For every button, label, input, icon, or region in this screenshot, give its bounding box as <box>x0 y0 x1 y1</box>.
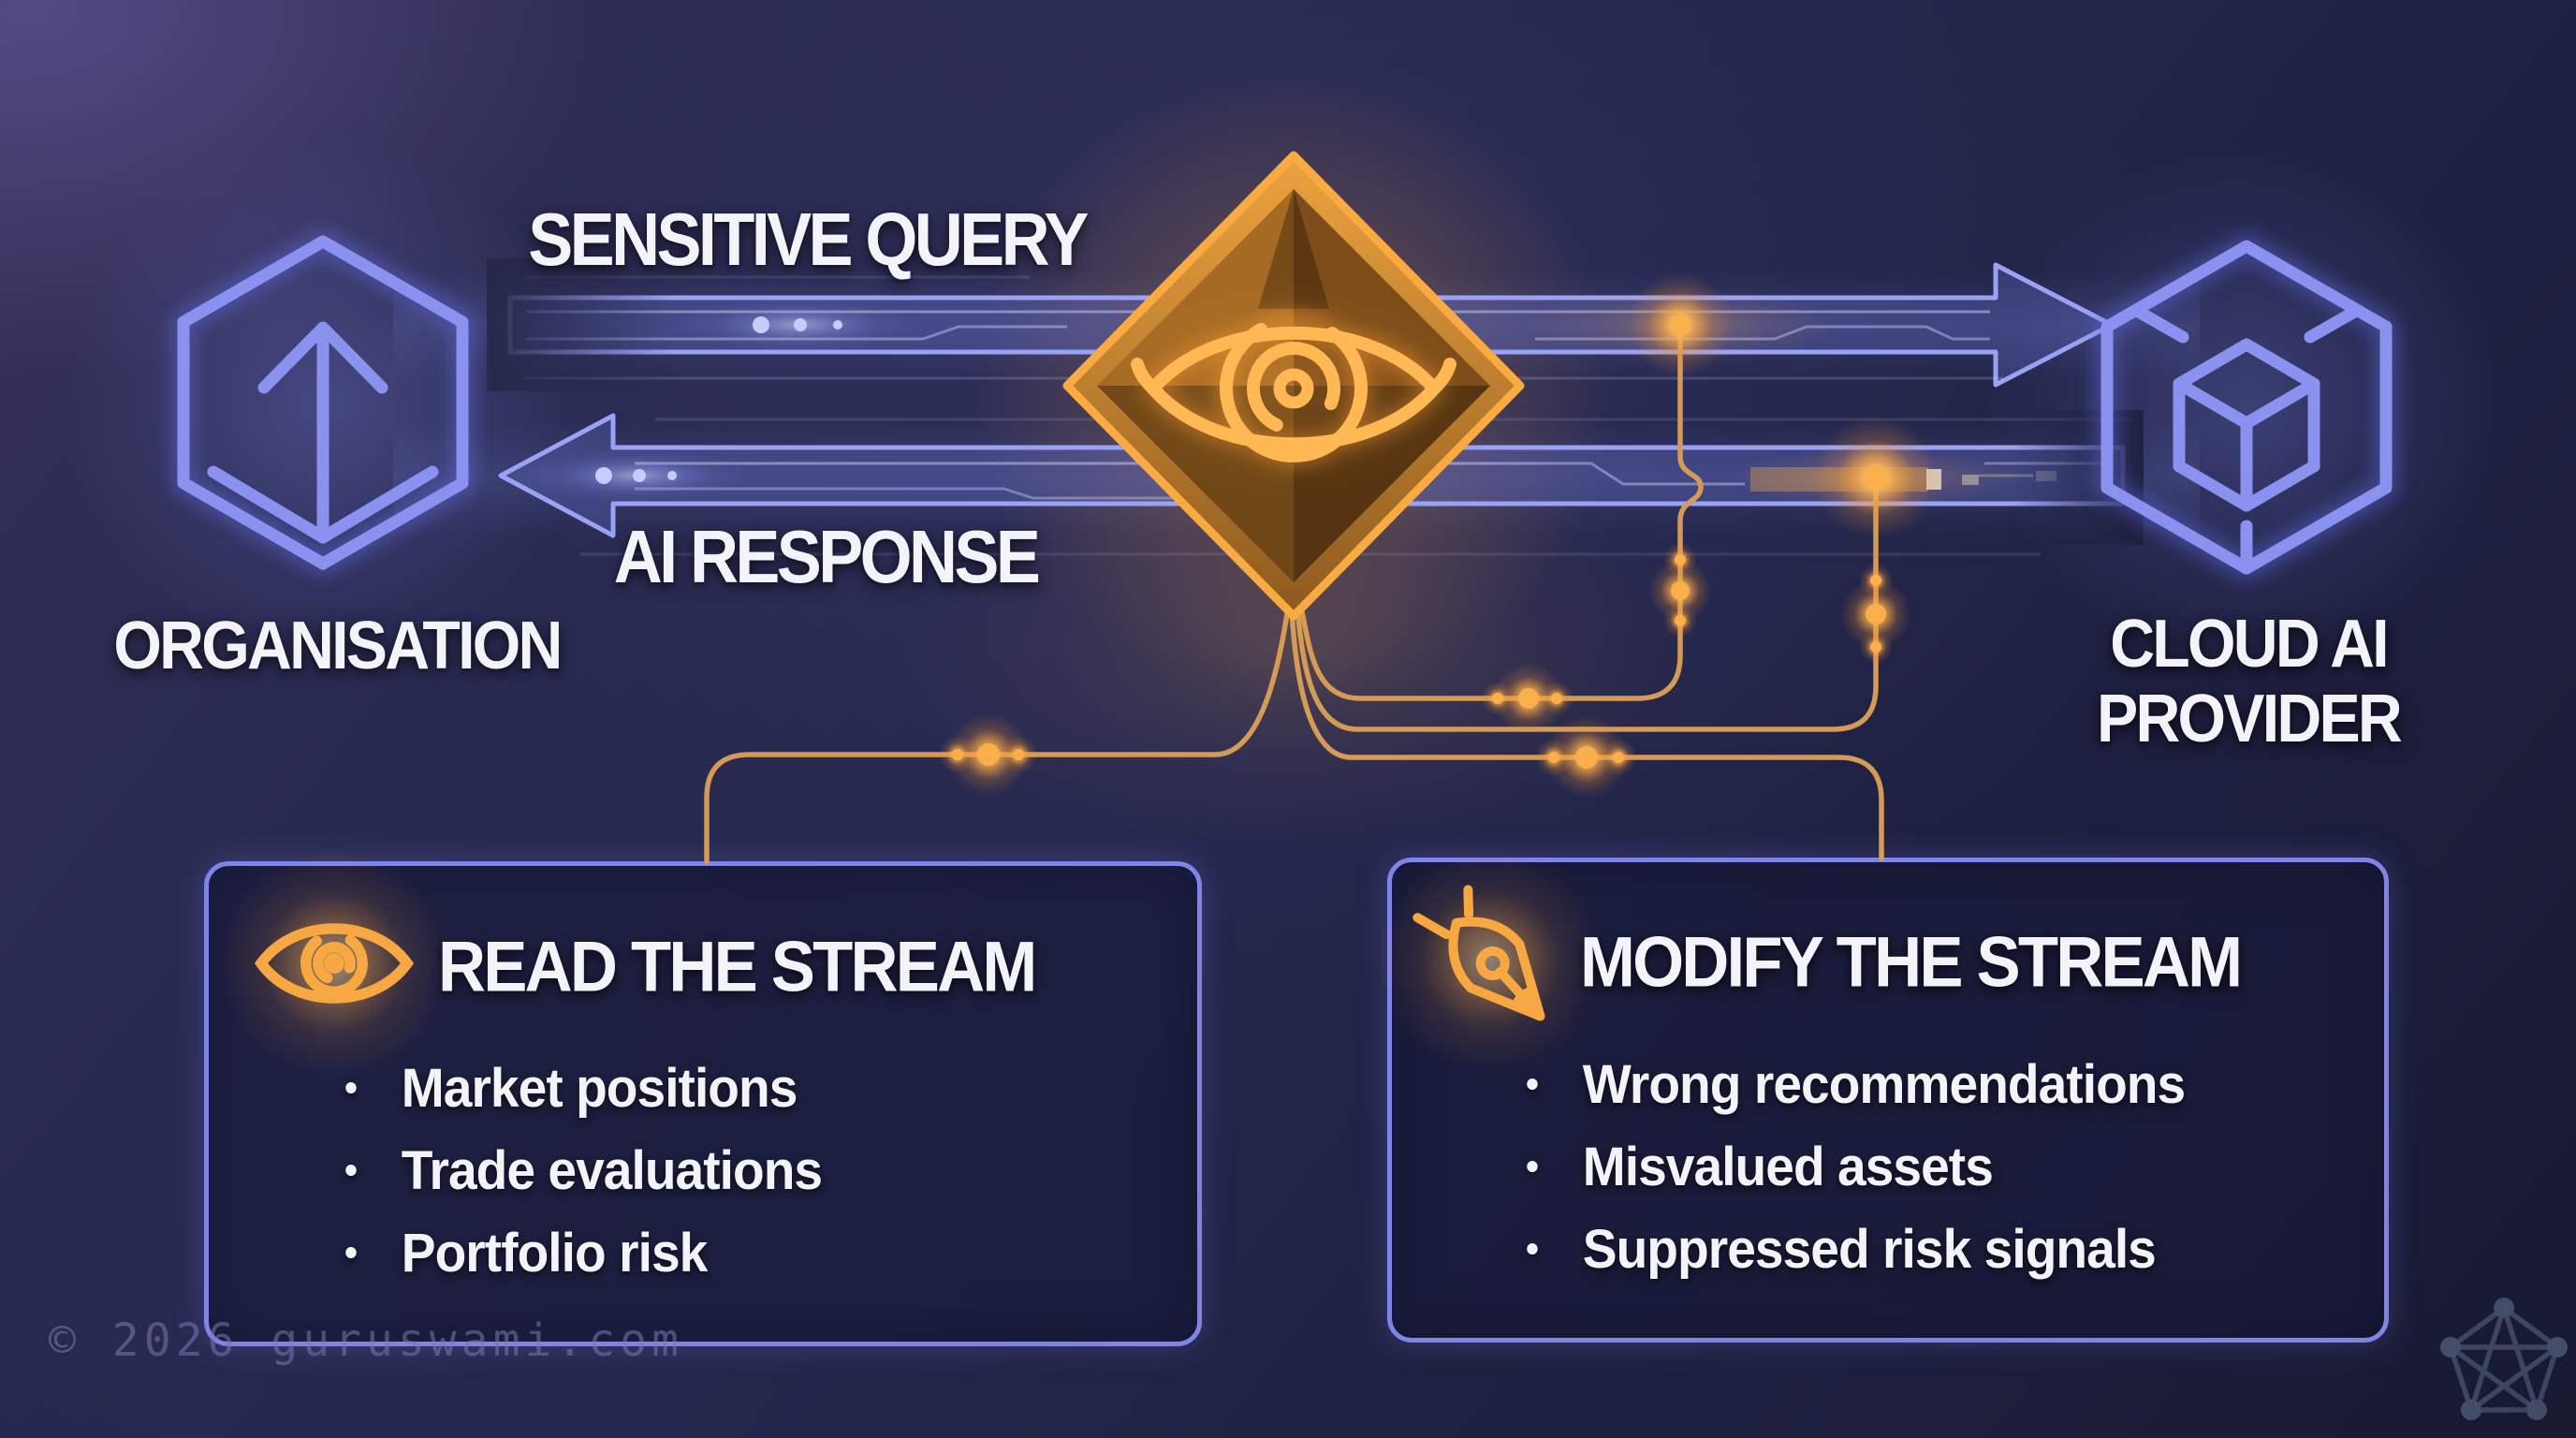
circuit-to-query-tap <box>1298 330 1704 701</box>
response-tap-glow <box>1731 448 2021 507</box>
response-tap-dot <box>1863 464 1889 491</box>
circuit-to-response-tap <box>1295 488 1879 732</box>
list-item: Misvalued assets <box>1526 1125 2185 1208</box>
pentagon-network-icon <box>2440 1298 2568 1420</box>
query-arrow <box>507 262 2134 421</box>
response-packet-glow <box>524 449 749 502</box>
circuit-dots <box>939 272 1938 799</box>
query-packet-dots <box>753 316 842 333</box>
query-tap-glow <box>1521 287 1839 362</box>
read-stream-list: Market positions Trade evaluations Portf… <box>344 1047 847 1294</box>
circuit-to-modify-box <box>1289 608 1884 861</box>
list-item: Market positions <box>344 1047 822 1129</box>
list-item: Suppressed risk signals <box>1526 1208 2185 1290</box>
modify-stream-title: MODIFY THE STREAM <box>1580 922 2243 1003</box>
ai-response-label: AI RESPONSE <box>613 515 1041 598</box>
circuit-to-read-box <box>704 606 1291 865</box>
hexagon-cube-icon <box>2096 235 2397 580</box>
hexagon-up-arrow-icon <box>172 230 474 575</box>
list-item: Portfolio risk <box>344 1211 822 1294</box>
corrupted-stream-patches <box>1750 467 2056 492</box>
sensitive-query-label: SENSITIVE QUERY <box>528 198 1089 281</box>
response-arrow <box>487 258 2144 556</box>
cloud-ai-label-line2: PROVIDER <box>2097 682 2403 756</box>
cloud-ai-label-line1: CLOUD AI <box>2110 607 2389 682</box>
response-packet-dots <box>595 467 677 484</box>
eye-icon <box>1131 315 1456 462</box>
list-item: Trade evaluations <box>344 1129 823 1211</box>
list-item: Wrong recommendations <box>1526 1043 2186 1125</box>
read-stream-title: READ THE STREAM <box>438 927 1037 1007</box>
copyright-watermark: © 2026 guruswami.com <box>49 1314 683 1367</box>
query-packet-glow <box>676 297 919 353</box>
modify-stream-list: Wrong recommendations Misvalued assets S… <box>1526 1043 2219 1290</box>
organisation-label: ORGANISATION <box>113 609 563 683</box>
eye-diamond-icon <box>1062 151 1525 621</box>
query-tap-dot <box>1669 314 1691 336</box>
